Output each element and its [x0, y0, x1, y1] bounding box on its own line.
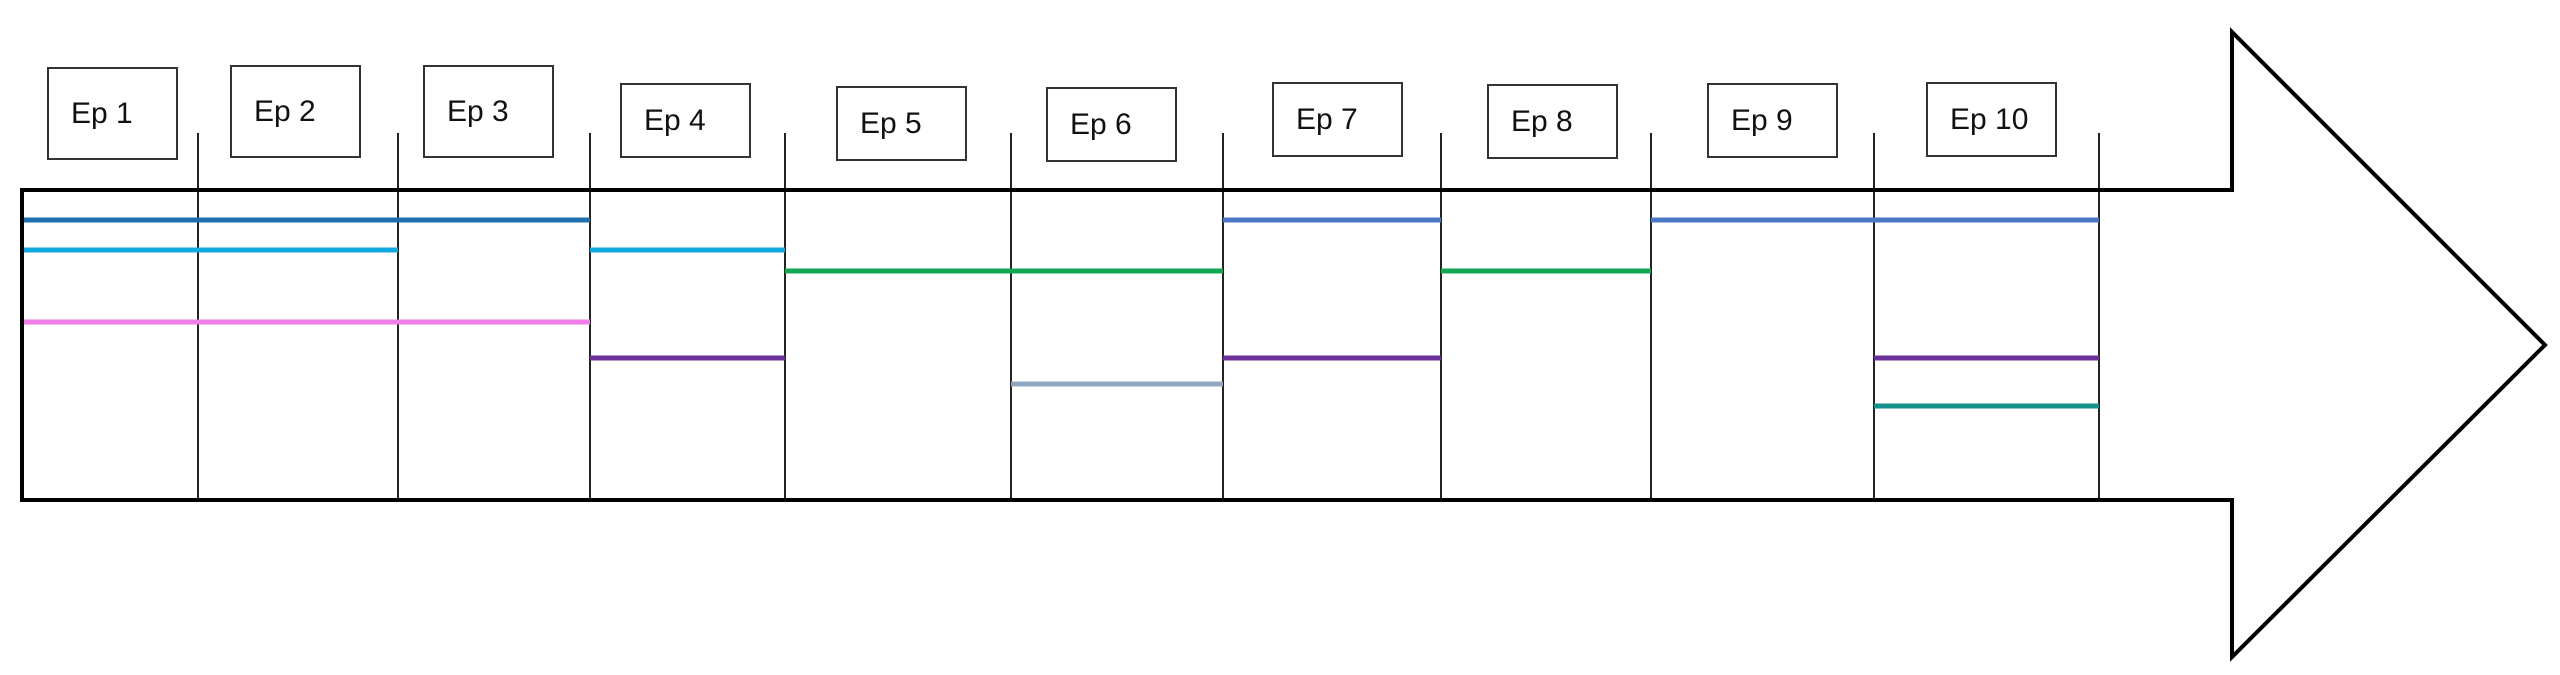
episode-label-9: Ep 9 — [1707, 83, 1838, 158]
episode-label-text: Ep 8 — [1511, 104, 1573, 138]
episode-label-text: Ep 2 — [254, 94, 316, 128]
episode-dividers — [197, 133, 2100, 500]
episode-label-text: Ep 4 — [644, 103, 706, 137]
episode-label-2: Ep 2 — [230, 65, 361, 158]
episode-label-text: Ep 9 — [1731, 103, 1793, 137]
storyline-tracks — [22, 217, 2099, 409]
episode-label-text: Ep 1 — [71, 96, 133, 130]
episode-label-4: Ep 4 — [620, 83, 751, 158]
timeline-arrow-outline — [20, 27, 2548, 662]
episode-label-text: Ep 7 — [1296, 102, 1358, 136]
episode-label-text: Ep 10 — [1950, 102, 2029, 136]
episode-label-5: Ep 5 — [836, 86, 967, 161]
episode-label-text: Ep 3 — [447, 94, 509, 128]
episode-label-1: Ep 1 — [47, 67, 178, 160]
episode-label-text: Ep 6 — [1070, 107, 1132, 141]
episode-label-8: Ep 8 — [1487, 84, 1618, 159]
episode-label-10: Ep 10 — [1926, 82, 2057, 157]
episode-label-6: Ep 6 — [1046, 87, 1177, 162]
episode-label-text: Ep 5 — [860, 106, 922, 140]
episode-label-7: Ep 7 — [1272, 82, 1403, 157]
episode-label-3: Ep 3 — [423, 65, 554, 158]
